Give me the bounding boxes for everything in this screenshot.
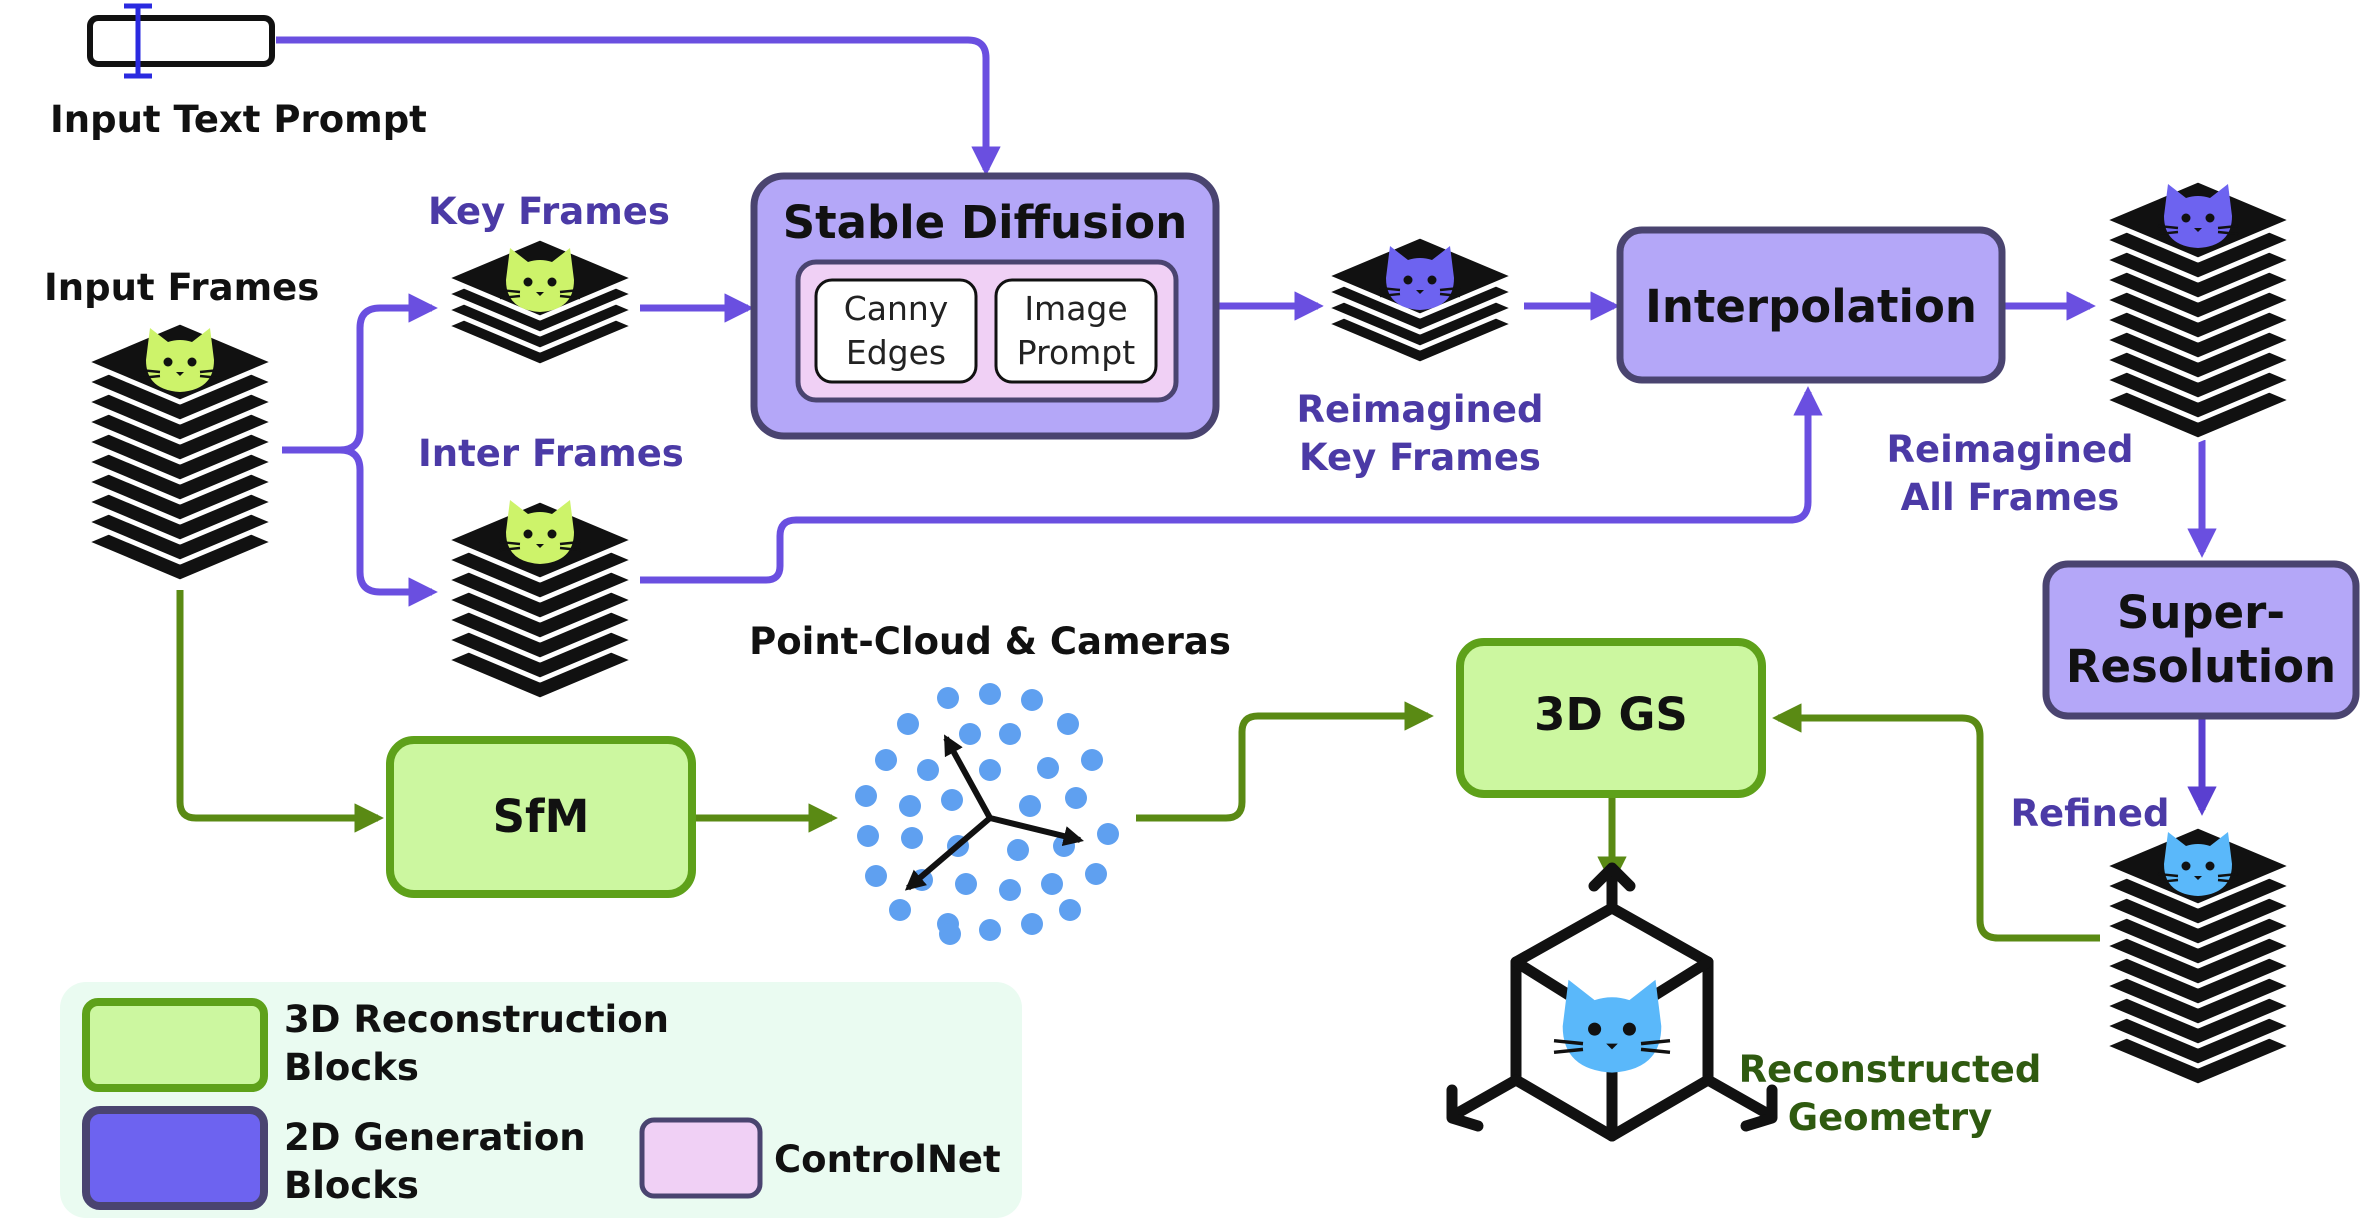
key-frames-label: Key Frames [428,190,670,233]
super-resolution-block: Super- Resolution [2042,560,2360,720]
gs-block: 3D GS [1456,638,1766,798]
image-prompt-line-1: Image [1024,289,1127,328]
gs-title: 3D GS [1534,688,1688,741]
interpolation-title: Interpolation [1645,280,1977,333]
point-cloud [855,683,1119,945]
refined-label: Refined [2011,792,2170,835]
point-cloud-label: Point-Cloud & Cameras [749,620,1231,663]
legend-recon-swatch [82,998,268,1092]
input-frames-label: Input Frames [44,266,319,309]
text-cursor-icon [124,3,152,79]
legend-recon-line-2: Blocks [284,1046,419,1089]
legend-recon-line-1: 3D Reconstruction [284,998,669,1041]
legend-gen-line-2: Blocks [284,1164,419,1207]
frames-to-sfm-arrow [176,590,384,833]
camera-axes-icon [904,734,1084,891]
text-prompt-box [87,15,275,67]
pointcloud-to-gs-arrow [1136,701,1434,822]
refined-to-gs-arrow [1772,703,2100,942]
reimagined-key-frames-line-2: Key Frames [1299,436,1541,479]
cube-icon [1446,862,1778,1142]
super-resolution-line-2: Resolution [2066,640,2336,693]
stable-diffusion-title: Stable Diffusion [783,196,1188,249]
legend-controlnet-label: ControlNet [774,1138,1001,1181]
reconstructed-geometry-line-2: Geometry [1788,1096,1993,1139]
stable-diffusion-block: Stable Diffusion Canny Edges Image Promp… [750,172,1220,440]
cat-icon [1552,979,1672,1073]
prompt-arrow [276,36,1001,176]
split-connector [282,293,438,454]
canny-edges-box [814,278,978,384]
sfm-block: SfM [386,736,696,898]
canny-edges-line-2: Edges [846,333,946,372]
reimagined-all-frames-line-2: All Frames [1901,476,2120,519]
canny-edges-line-1: Canny [844,289,949,328]
reimagined-all-frames-line-1: Reimagined [1887,428,2134,471]
super-resolution-line-1: Super- [2117,586,2285,639]
image-prompt-box [994,278,1158,384]
interpolation-block: Interpolation [1616,226,2006,384]
input-text-prompt-label: Input Text Prompt [50,98,427,141]
legend-gen-swatch [82,1106,268,1210]
interframes-arrow [640,386,1823,584]
legend-controlnet-swatch [639,1117,763,1199]
image-prompt-line-2: Prompt [1017,333,1135,372]
legend: 3D Reconstruction Blocks 2D Generation B… [60,982,1022,1218]
reimagined-key-frames-line-1: Reimagined [1297,388,1544,431]
reconstructed-geometry-line-1: Reconstructed [1739,1048,2042,1091]
inter-frames-label: Inter Frames [418,432,684,475]
legend-gen-line-1: 2D Generation [284,1116,586,1159]
split-connector-lower [339,446,438,607]
sfm-title: SfM [493,790,590,843]
